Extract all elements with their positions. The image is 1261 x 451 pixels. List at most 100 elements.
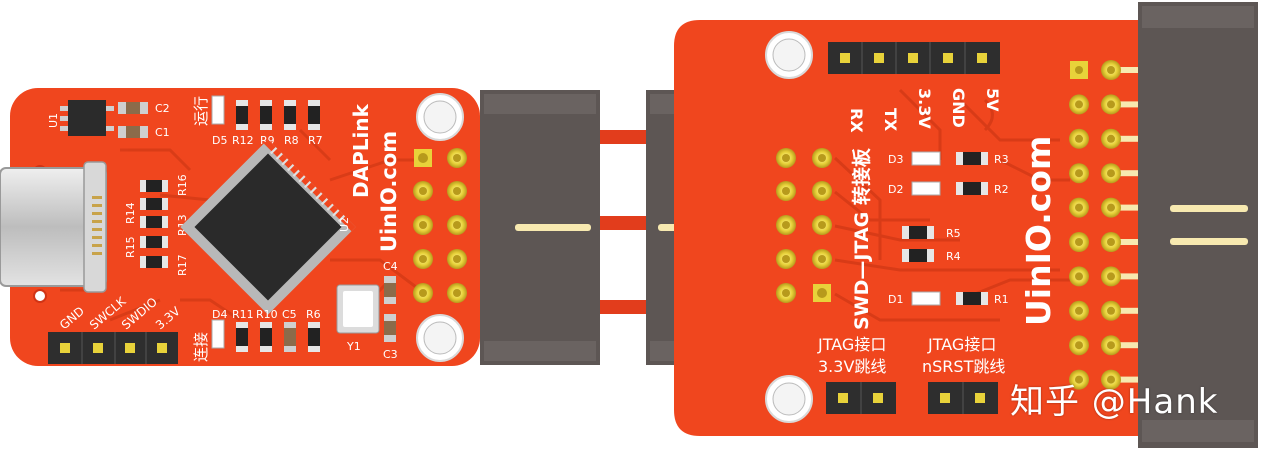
traces [833,88,1070,322]
jumper2-label-line2: nSRST跳线 [922,357,1005,376]
jtag-pin-leg [1110,135,1140,142]
via [33,289,47,303]
jumper2-label-line1: JTAG接口 [927,335,996,354]
idc-connector-left [480,90,600,365]
watermark: 知乎 @Hank [1010,382,1219,422]
jtag-pin-pads [1069,60,1140,390]
left-product-name: DAPLink [349,103,373,198]
jtag-pin-hole [1075,272,1083,281]
label-d1: D1 [888,293,903,306]
label-d3: D3 [888,153,903,166]
jtag-pin-hole [1075,375,1083,384]
jtag-pin-hole [1107,375,1115,384]
jtag-pin-hole [1107,306,1115,315]
jtag-pin-hole [1075,306,1083,315]
label-c5: C5 [282,308,297,321]
label-r8: R8 [284,134,299,147]
label-r5: R5 [946,227,961,240]
mount-hole [765,31,813,79]
label-d2: D2 [888,183,903,196]
mount-hole [416,314,464,362]
mount-hole [416,93,464,141]
jumper1-label-line1: JTAG接口 [817,335,886,354]
u1-regulator [60,100,114,136]
left-pin-pads [413,148,467,303]
jtag-pin-hole [1075,100,1083,109]
mount-hole [765,375,813,423]
right-pin-pads [776,148,832,303]
jtag-pin-hole [1075,341,1083,350]
resistor-row-bottom [236,322,320,352]
label-r17: R17 [176,254,189,276]
led-d1 [911,291,941,306]
resistor-r5 [902,226,934,239]
jtag-pin-leg [1110,342,1140,349]
label-y1: Y1 [346,340,361,353]
label-c4: C4 [383,260,398,273]
led-d5 [211,95,225,125]
jtag-pin-hole [1075,203,1083,212]
jtag-pin-hole [1107,66,1115,74]
label-r4: R4 [946,250,961,263]
uart-label-tx: TX [881,108,900,132]
jtag-pin-leg [1110,239,1140,245]
resistor-row-top [236,100,320,130]
jtag-pin-leg [1110,376,1140,383]
jtag-pin-hole [1075,238,1083,246]
capacitor-c2 [118,102,148,114]
left-brand: UinIO.com [377,131,401,252]
jumper1-label-line2: 3.3V跳线 [818,357,886,376]
label-r1: R1 [994,293,1009,306]
jtag-pin-leg [1110,307,1140,314]
jtag-pin-leg [1110,204,1140,211]
uart-label-5v: 5V [983,88,1002,112]
label-connect: 连接 [192,332,210,362]
jtag-pin-hole [1107,134,1115,143]
capacitor-c1 [118,126,148,138]
label-r12: R12 [232,134,254,147]
label-c2: C2 [155,102,170,115]
jtag-pin-leg [1110,101,1140,108]
jtag-pin-hole [1107,203,1115,212]
usb-c-connector [0,161,107,293]
uart-label-rx: RX [847,108,866,133]
led-d4 [211,319,225,349]
jtag-pin-hole [1107,169,1115,178]
label-r6: R6 [306,308,321,321]
swd-pin-header [48,332,178,364]
ribbon-cable [598,130,648,314]
capacitor-c4 [384,276,396,304]
uart-label-gnd: GND [949,88,968,128]
jumper-header-nsrst [928,382,998,414]
right-board-title: SWD—JTAG 转接板 [850,147,873,330]
resistor-column [140,180,168,268]
label-r2: R2 [994,183,1009,196]
jtag-pin-hole [1075,169,1083,178]
resistor-r2 [956,182,988,195]
label-u2: U2 [338,217,351,232]
label-c1: C1 [155,126,170,139]
resistor-r4 [902,249,934,262]
label-r16: R16 [176,174,189,196]
jtag-pin-hole [1107,272,1115,281]
led-d2 [911,181,941,196]
resistor-r1 [956,292,988,305]
label-u1: U1 [47,113,60,128]
left-board: U1 C2 C1 运行 D5 R12 R9 R8 R7 R16 R14 [0,88,480,366]
resistor-r3 [956,152,988,165]
traces [60,128,421,322]
jtag-pin-hole [1075,66,1083,74]
jtag-pin-hole [1107,341,1115,350]
jtag-pin-leg [1110,170,1140,177]
label-r10: R10 [256,308,278,321]
label-r14: R14 [124,202,137,224]
label-d5: D5 [212,134,227,147]
jtag-20pin-connector [1138,2,1258,448]
label-c3: C3 [383,348,398,361]
crystal-y1 [336,284,380,334]
jtag-pin-leg [1110,67,1140,73]
label-d4: D4 [212,308,227,321]
jumper-header-3v3 [826,382,896,414]
jtag-pin-leg [1110,273,1140,280]
